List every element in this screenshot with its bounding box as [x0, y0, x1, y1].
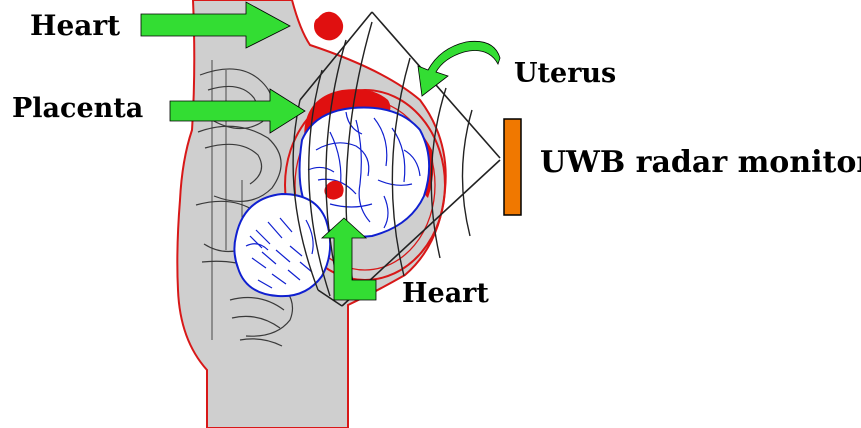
mother-heart-label: Heart: [30, 12, 120, 40]
uwb-radar-monitor-label: UWB radar monitor: [540, 148, 861, 178]
fetal-heart-label: Heart: [402, 280, 489, 307]
green-arrow-icon: [418, 41, 500, 96]
uterus-label: Uterus: [514, 60, 616, 87]
placenta-label: Placenta: [12, 95, 143, 122]
mother-heart-blob: [314, 12, 343, 41]
radar-monitor-icon: [504, 119, 521, 215]
